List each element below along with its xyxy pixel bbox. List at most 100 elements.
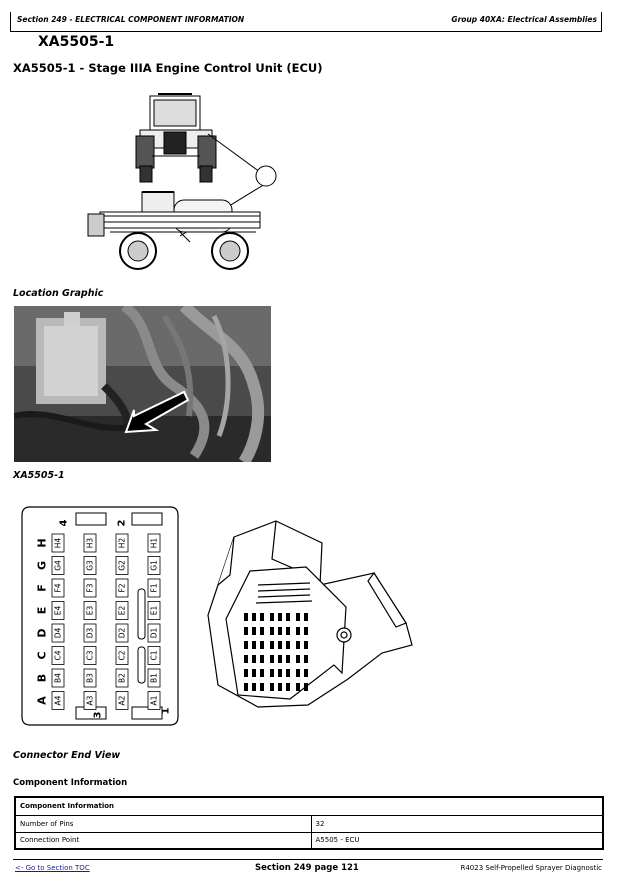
pin-d3: D3 xyxy=(83,623,97,643)
location-photo xyxy=(14,306,271,462)
svg-text:D1: D1 xyxy=(150,627,159,638)
component-info-table: Component Information Number of Pins 32 … xyxy=(14,796,604,850)
svg-text:A2: A2 xyxy=(118,695,127,705)
pin-h1: H1 xyxy=(147,533,161,553)
pin-c1: C1 xyxy=(147,646,161,665)
pin-c2: C2 xyxy=(115,646,129,665)
connector-end-view-caption: Connector End View xyxy=(13,750,121,761)
svg-text:H1: H1 xyxy=(150,538,159,549)
page-header: Section 249 - ELECTRICAL COMPONENT INFOR… xyxy=(10,12,602,32)
svg-text:B3: B3 xyxy=(86,673,95,683)
group-title: Group 40XA: Electrical Assemblies xyxy=(451,15,597,24)
pin-e1: E1 xyxy=(147,601,161,620)
svg-text:E2: E2 xyxy=(118,606,127,616)
row-letter-c: C xyxy=(36,651,49,659)
pin-a4: A4 xyxy=(51,691,65,710)
pin-g1: G1 xyxy=(147,556,161,575)
pin-h3: H3 xyxy=(83,533,97,553)
svg-text:A1: A1 xyxy=(150,695,159,705)
connector-id-caption: XA5505-1 xyxy=(13,470,65,481)
svg-text:D2: D2 xyxy=(118,627,127,638)
pin-h2: H2 xyxy=(115,533,129,553)
connector-end-view: H4G4F4E4D4C4B4A4H3G3F3E3D3C3B3A3H2G2F2E2… xyxy=(21,506,179,726)
pin-h4: H4 xyxy=(51,533,65,553)
pin-g4: G4 xyxy=(51,556,65,575)
svg-text:H3: H3 xyxy=(86,538,95,549)
pin-b1: B1 xyxy=(147,668,161,688)
column-number-1: 1 xyxy=(161,707,172,714)
pin-f4: F4 xyxy=(51,578,65,598)
pin-a2: A2 xyxy=(115,691,129,710)
column-number-3: 3 xyxy=(93,711,104,718)
svg-text:D3: D3 xyxy=(86,627,95,638)
row-label: Connection Point xyxy=(15,831,312,849)
row-letter-a: A xyxy=(36,696,49,705)
svg-text:B4: B4 xyxy=(54,673,63,683)
column-number-2: 2 xyxy=(117,519,128,526)
svg-text:F2: F2 xyxy=(118,583,127,592)
pin-b3: B3 xyxy=(83,668,97,688)
column-number-4: 4 xyxy=(59,519,70,526)
pin-e4: E4 xyxy=(51,601,65,620)
svg-text:C3: C3 xyxy=(86,650,95,660)
connector-isometric-drawing xyxy=(207,520,413,708)
row-letter-h: H xyxy=(36,538,49,547)
pin-b4: B4 xyxy=(51,668,65,688)
row-letter-d: D xyxy=(36,628,49,637)
component-info-heading: Component Information xyxy=(13,778,128,788)
pin-a1: A1 xyxy=(147,691,161,710)
svg-text:E4: E4 xyxy=(54,606,63,616)
svg-text:F4: F4 xyxy=(54,583,63,592)
row-value: 32 xyxy=(311,814,604,832)
svg-text:C4: C4 xyxy=(54,650,63,660)
pin-f3: F3 xyxy=(83,578,97,598)
page-number: Section 249 page 121 xyxy=(255,863,359,873)
table-title: Component Information xyxy=(15,797,603,816)
terminal-cavities xyxy=(244,613,308,691)
pin-d1: D1 xyxy=(147,623,161,643)
document-title: XA5505-1 - Stage IIIA Engine Control Uni… xyxy=(13,61,323,75)
svg-text:G3: G3 xyxy=(86,560,95,571)
pin-f1: F1 xyxy=(147,578,161,598)
svg-text:H2: H2 xyxy=(118,538,127,549)
pin-b2: B2 xyxy=(115,668,129,688)
pin-e3: E3 xyxy=(83,601,97,620)
row-letter-f: F xyxy=(36,584,49,592)
sprayer-illustration xyxy=(87,93,277,270)
pin-f2: F2 xyxy=(115,578,129,598)
row-letter-b: B xyxy=(36,674,49,682)
svg-text:C2: C2 xyxy=(118,650,127,660)
svg-text:E1: E1 xyxy=(150,606,159,616)
location-graphic-caption: Location Graphic xyxy=(13,288,104,299)
table-row: Number of Pins 32 xyxy=(15,814,604,832)
go-to-section-toc-link[interactable]: <- Go to Section TOC xyxy=(15,864,90,872)
section-title: Section 249 - ELECTRICAL COMPONENT INFOR… xyxy=(17,15,245,24)
svg-text:B1: B1 xyxy=(150,673,159,683)
svg-text:G1: G1 xyxy=(150,560,159,571)
row-value: A5505 - ECU xyxy=(311,831,604,849)
svg-text:D4: D4 xyxy=(54,627,63,638)
svg-text:G2: G2 xyxy=(118,560,127,571)
footer-divider xyxy=(13,859,603,860)
pin-e2: E2 xyxy=(115,601,129,620)
svg-text:C1: C1 xyxy=(150,650,159,660)
row-letter-e: E xyxy=(36,607,49,615)
pin-a3: A3 xyxy=(83,691,97,710)
row-label: Number of Pins xyxy=(15,814,312,832)
pin-d2: D2 xyxy=(115,623,129,643)
svg-text:F1: F1 xyxy=(150,583,159,592)
svg-text:A4: A4 xyxy=(54,695,63,705)
document-id: XA5505-1 xyxy=(38,34,115,50)
manual-title: R4023 Self-Propelled Sprayer Diagnostic xyxy=(460,864,602,872)
svg-text:A3: A3 xyxy=(86,695,95,705)
svg-text:G4: G4 xyxy=(54,560,63,571)
pin-g3: G3 xyxy=(83,556,97,575)
pin-g2: G2 xyxy=(115,556,129,575)
row-letter-g: G xyxy=(36,561,49,570)
svg-text:F3: F3 xyxy=(86,583,95,592)
svg-text:B2: B2 xyxy=(118,673,127,683)
pin-c3: C3 xyxy=(83,646,97,665)
pin-c4: C4 xyxy=(51,646,65,665)
